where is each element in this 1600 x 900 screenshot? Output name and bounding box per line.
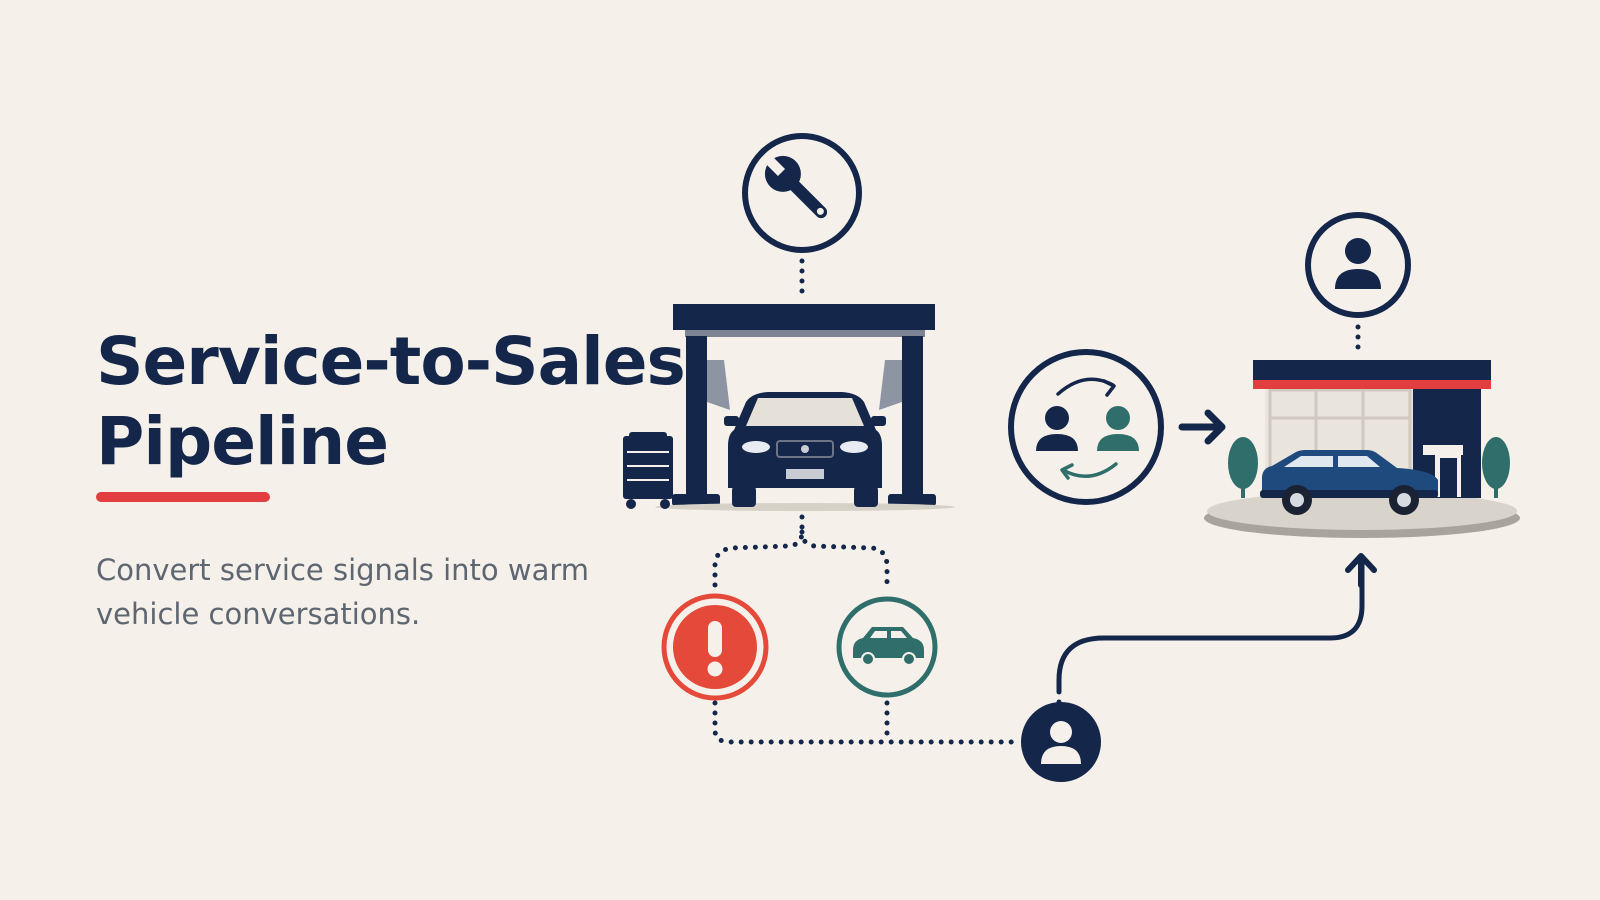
- person-left-icon: [1036, 406, 1078, 451]
- dealership: [1204, 360, 1520, 538]
- car-on-lift-icon: [724, 392, 886, 507]
- car-icon: [853, 627, 924, 666]
- suv-icon: [1260, 450, 1438, 515]
- tree-right-icon: [1482, 437, 1510, 498]
- wrench-node: [742, 133, 862, 253]
- vehicle-node: [836, 596, 938, 698]
- person-icon: [1335, 238, 1381, 289]
- person-icon: [1041, 721, 1081, 764]
- page-title: Service-to-Sales Pipeline: [96, 322, 696, 482]
- exclamation-icon: [708, 621, 722, 657]
- subtitle: Convert service signals into warm vehicl…: [96, 548, 636, 636]
- title-line-1: Service-to-Sales: [96, 323, 686, 400]
- person-right-icon: [1097, 406, 1139, 451]
- title-underline: [96, 492, 270, 502]
- sales-contact-node: [1305, 212, 1411, 318]
- connector-signals-to-customer: [712, 700, 1017, 745]
- handoff-node: [1008, 349, 1164, 505]
- subtitle-line-2: vehicle conversations.: [96, 597, 421, 631]
- arrow-to-dealership-sales: [1345, 553, 1377, 588]
- wrench-icon: [764, 155, 828, 219]
- connector-bay-branch: [712, 514, 890, 593]
- subtitle-line-1: Convert service signals into warm: [96, 553, 590, 587]
- tool-cart-icon: [623, 432, 673, 509]
- alert-node: [661, 593, 769, 701]
- customer-node: [1021, 702, 1101, 782]
- tree-left-icon: [1228, 437, 1258, 498]
- title-line-2: Pipeline: [96, 403, 389, 480]
- service-bay: [655, 304, 955, 511]
- exchange-arrows-icon: [1056, 377, 1118, 480]
- connectors: [712, 258, 1365, 745]
- arrow-handoff-to-dealership: [1178, 409, 1226, 445]
- connector-customer-to-dealership: [1056, 557, 1365, 705]
